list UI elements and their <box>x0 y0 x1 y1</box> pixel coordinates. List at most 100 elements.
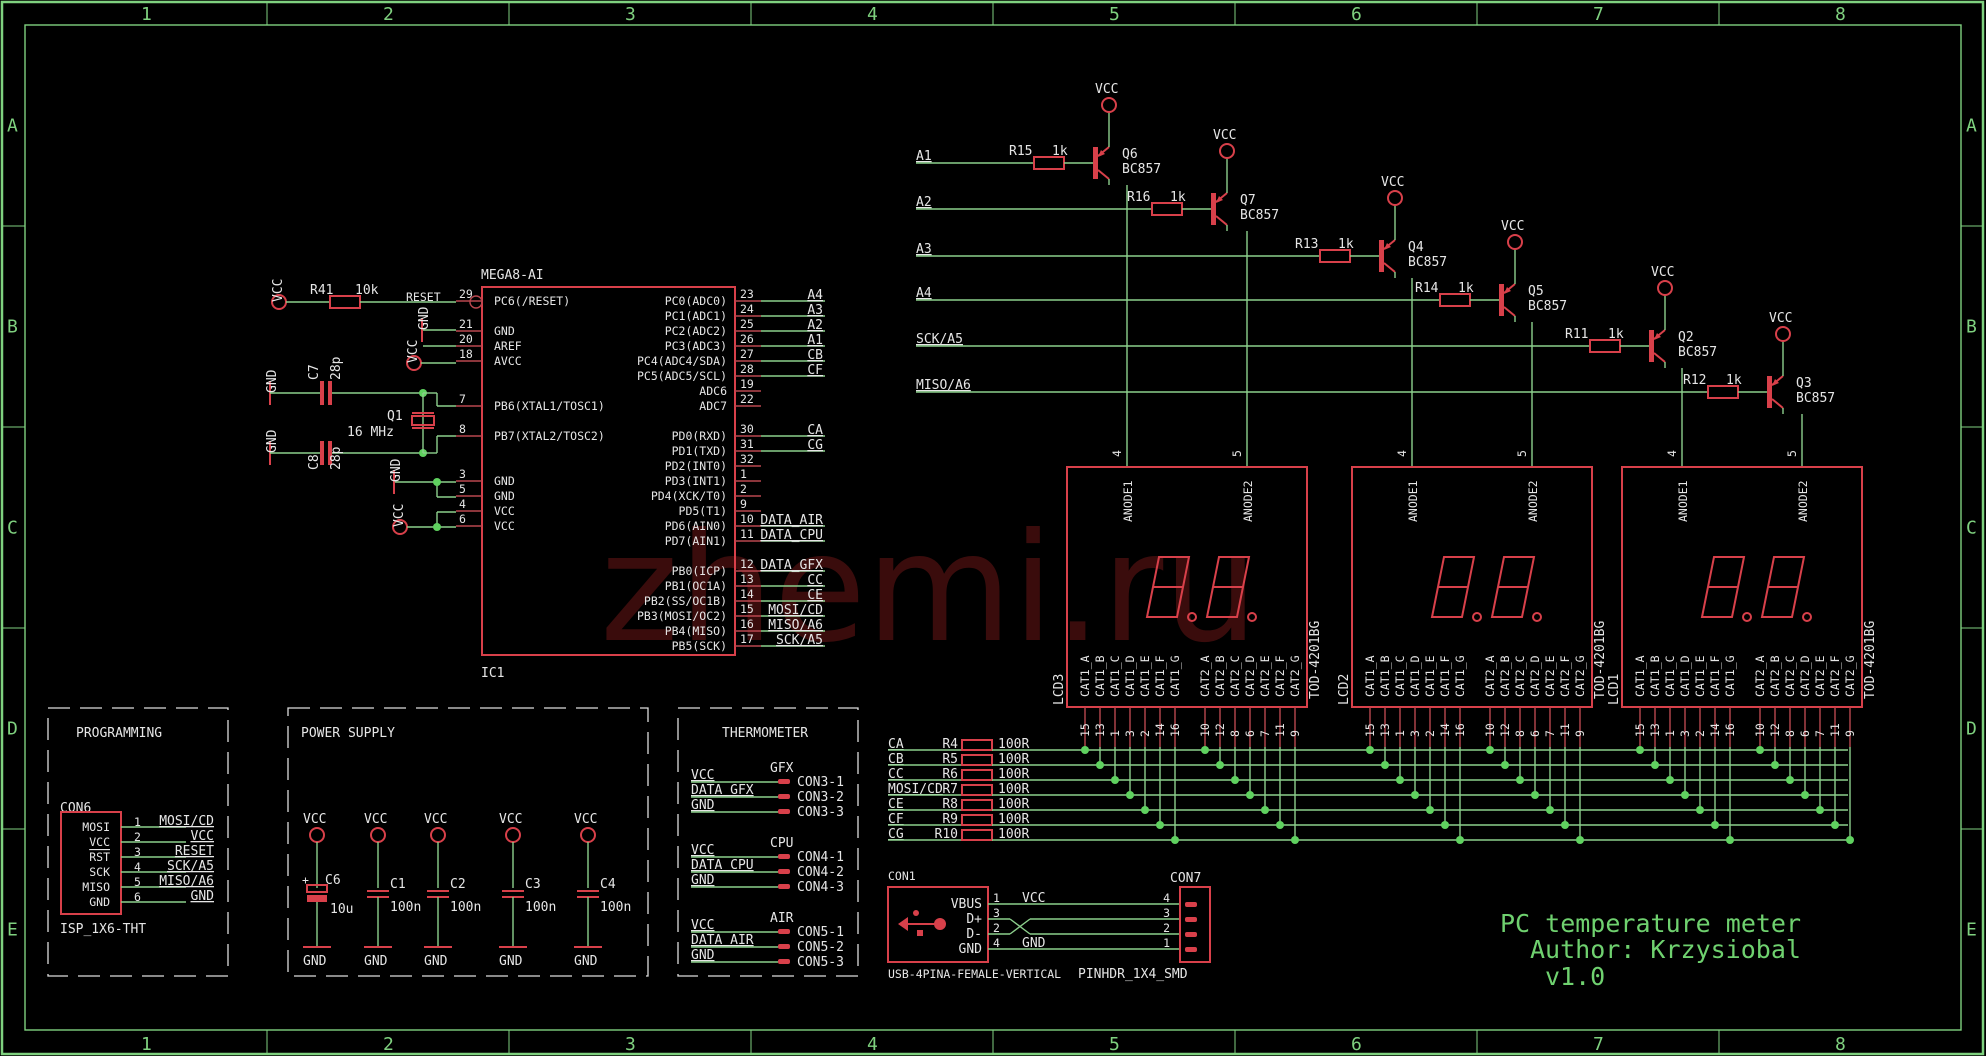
cathode-pin-number: 13 <box>1648 723 1662 737</box>
frame-column-label: 8 <box>1835 1034 1846 1055</box>
cathode-pin-number: 12 <box>1213 723 1227 737</box>
seven-segment-digit-icon <box>1760 556 1806 618</box>
electrolytic-cap-icon <box>306 884 328 893</box>
decimal-point-icon <box>1187 612 1197 622</box>
junction-dot <box>1681 791 1689 799</box>
mcu-pin-name: ADC7 <box>699 399 727 413</box>
cathode-pin-number: 8 <box>1228 730 1242 737</box>
junction-dot <box>1291 836 1299 844</box>
transistor-type: BC857 <box>1678 345 1717 360</box>
junction-dot <box>1276 821 1284 829</box>
mcu-pin-name: PD7(AIN1) <box>665 534 727 548</box>
usb-pin-name: VBUS <box>951 897 982 912</box>
cathode-pin-number: 7 <box>1543 730 1557 737</box>
segment-resistor-value: 100R <box>998 797 1029 812</box>
anode1-label: ANODE1 <box>1406 480 1420 522</box>
mcu-pin-name: GND <box>494 489 515 503</box>
mcu-pin-name: PB7(XTAL2/TOSC2) <box>494 429 605 443</box>
driver-resistor-ref: R16 <box>1127 190 1150 205</box>
transistor-ref: Q5 <box>1528 284 1544 299</box>
mcu-pin-number: 7 <box>459 392 466 406</box>
anode-pin-number: 5 <box>1515 450 1529 457</box>
thermometer-title: THERMOMETER <box>722 726 808 741</box>
header-pin-number: 2 <box>1163 921 1170 935</box>
header-pin-icon <box>1185 947 1197 952</box>
frame-row-label: A <box>1966 116 1977 137</box>
vcc-symbol-icon <box>430 827 446 843</box>
mcu-pin-number: 12 <box>740 557 754 571</box>
isp-pin-number: 2 <box>134 830 141 844</box>
gnd-label: GND <box>499 954 523 969</box>
cathode-pin-number: 7 <box>1258 730 1272 737</box>
thermo-pin-icon <box>778 854 790 859</box>
cathode-pin-number: 6 <box>1798 730 1812 737</box>
cathode-pin-number: 12 <box>1498 723 1512 737</box>
vcc-symbol-icon <box>1387 190 1403 206</box>
thermo-pin-icon <box>778 929 790 934</box>
mcu-net-label: CE <box>807 588 823 603</box>
mcu-pin-number: 20 <box>459 332 473 346</box>
usb-icon-square <box>917 930 923 936</box>
mcu-net-label: A2 <box>807 318 823 333</box>
frame-row-label: C <box>1966 518 1977 539</box>
thermo-net-label: VCC <box>691 843 714 858</box>
title-line-3: v1.0 <box>1545 962 1605 991</box>
junction-dot <box>433 523 441 531</box>
mcu-pin-number: 13 <box>740 572 754 586</box>
usb-pin-number: 1 <box>993 891 1000 905</box>
mcu-net-label: CF <box>807 363 823 378</box>
usb-icon-dot <box>934 918 946 930</box>
mcu-pin-number: 17 <box>740 632 754 646</box>
thermo-pin-label: CON3-3 <box>797 805 844 820</box>
power-supply: VCC+C610uGNDVCCC1100nGNDVCCC2100nGNDVCCC… <box>302 812 631 969</box>
cathode-label: CAT1_C <box>1663 655 1677 697</box>
segment-resistor-ref: R7 <box>942 782 958 797</box>
segment-net-label: CC <box>888 767 904 782</box>
mcu-pin-name: PC0(ADC0) <box>665 294 727 308</box>
mcu-pin-name: PB5(SCK) <box>672 639 727 653</box>
junction-dot <box>1456 836 1464 844</box>
frame-row-label: E <box>7 920 18 941</box>
anode-pin-number: 4 <box>1395 450 1409 457</box>
segment-resistor-ref: R9 <box>942 812 958 827</box>
cathode-label: CAT1_E <box>1693 655 1707 697</box>
mcu-pin-name: PB2(SS/OC1B) <box>644 594 727 608</box>
pin-header-body <box>1179 886 1211 963</box>
mcu-pin-name: PC2(ADC2) <box>665 324 727 338</box>
thermo-pin-icon <box>778 869 790 874</box>
cathode-label: CAT1_D <box>1408 655 1422 697</box>
junction-dot <box>1081 746 1089 754</box>
frame-row-label: E <box>1966 920 1977 941</box>
mcu-net-label: A4 <box>807 288 823 303</box>
cathode-label: CAT1_F <box>1438 655 1452 697</box>
header-pin-number: 4 <box>1163 891 1170 905</box>
junction-dot <box>1096 761 1104 769</box>
usb-icon-dot <box>913 910 919 916</box>
thermo-net-label: GND <box>691 798 715 813</box>
cathode-label: CAT1_A <box>1363 655 1377 697</box>
segment-resistor-icon <box>961 739 993 751</box>
transistor-type: BC857 <box>1528 299 1567 314</box>
mcu-pin-number: 21 <box>459 317 473 331</box>
vcc-symbol-icon <box>1775 326 1791 342</box>
wire <box>1009 918 1031 935</box>
thermo-net-label: GND <box>691 873 715 888</box>
vcc-symbol-icon <box>370 827 386 843</box>
frame-column-label: 7 <box>1593 1034 1604 1055</box>
junction-dot <box>1261 806 1269 814</box>
pnp-transistor-q5-base <box>1499 284 1504 316</box>
mcu-pin-name: VCC <box>494 519 515 533</box>
driver-net-label: A3 <box>916 242 932 257</box>
cathode-label: CAT2_F <box>1273 655 1287 697</box>
thermo-net-label: GND <box>691 948 715 963</box>
segment-resistor-value: 100R <box>998 767 1029 782</box>
cathode-label: CAT1_B <box>1093 655 1107 697</box>
cathode-label: CAT2_F <box>1558 655 1572 697</box>
cap-value: 100n <box>450 900 481 915</box>
cathode-pin-number: 3 <box>1678 730 1692 737</box>
